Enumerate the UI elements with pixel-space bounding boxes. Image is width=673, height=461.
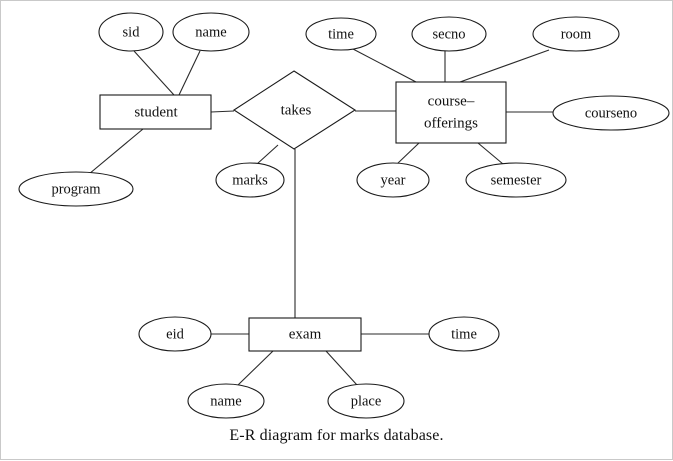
attribute-ellipse[interactable]	[305, 17, 377, 51]
attribute-label: room	[561, 26, 592, 42]
connector-sid-student	[133, 50, 175, 96]
attribute-label: time	[451, 326, 477, 342]
attribute-ellipse[interactable]	[356, 162, 430, 198]
attribute-ellipse[interactable]	[532, 16, 620, 52]
attribute-secno[interactable]: secno	[411, 16, 487, 52]
entity-label-line2: offerings	[424, 115, 478, 131]
connector-takes-marks	[256, 144, 279, 165]
attribute-label: eid	[166, 326, 184, 342]
entity-label-line1: course–	[428, 93, 475, 109]
attribute-program[interactable]: program	[18, 171, 134, 207]
diagram-caption: E-R diagram for marks database.	[229, 427, 444, 444]
attribute-label: secno	[432, 26, 465, 42]
attribute-sid[interactable]: sid	[98, 12, 164, 52]
connector-course-offerings-year	[396, 142, 420, 165]
attribute-ellipse[interactable]	[552, 95, 670, 131]
connector-student-program	[88, 128, 144, 175]
attribute-ellipse[interactable]	[187, 383, 265, 419]
entity-group: student course– offerings exam	[99, 81, 507, 352]
attribute-label: courseno	[585, 105, 637, 121]
attribute-ellipse[interactable]	[172, 12, 250, 52]
attribute-courseno[interactable]: courseno	[552, 95, 670, 131]
relationship-takes[interactable]: takes	[232, 70, 357, 150]
entity-exam[interactable]: exam	[248, 317, 362, 352]
attribute-label: name	[210, 393, 241, 409]
attribute-ellipse[interactable]	[215, 162, 285, 198]
entity-box[interactable]	[99, 94, 212, 130]
connector-exam-place	[325, 350, 358, 386]
attribute-label: sid	[123, 24, 141, 40]
attribute-ellipse[interactable]	[138, 316, 212, 352]
attribute-ellipse[interactable]	[327, 383, 405, 419]
attribute-time-course-offerings[interactable]: time	[305, 17, 377, 51]
attribute-group: sid name program marks time secno	[18, 12, 670, 419]
relationship-diamond[interactable]	[232, 70, 357, 150]
attribute-eid[interactable]: eid	[138, 316, 212, 352]
connector-time-course-offerings	[352, 48, 417, 83]
entity-label: exam	[289, 326, 322, 342]
connector-name-student	[178, 50, 201, 96]
attribute-time-exam[interactable]: time	[428, 316, 500, 352]
attribute-ellipse[interactable]	[18, 171, 134, 207]
attribute-label: year	[381, 172, 406, 188]
attribute-ellipse[interactable]	[411, 16, 487, 52]
attribute-semester[interactable]: semester	[465, 162, 567, 198]
attribute-ellipse[interactable]	[428, 316, 500, 352]
entity-box[interactable]	[395, 81, 507, 144]
connector-student-takes	[210, 110, 235, 113]
entity-student[interactable]: student	[99, 94, 212, 130]
attribute-label: semester	[491, 172, 542, 188]
attribute-name-student[interactable]: name	[172, 12, 250, 52]
attribute-place[interactable]: place	[327, 383, 405, 419]
attribute-label: program	[51, 181, 101, 197]
attribute-room[interactable]: room	[532, 16, 620, 52]
attribute-label: name	[195, 24, 226, 40]
attribute-label: place	[351, 393, 382, 409]
attribute-marks[interactable]: marks	[215, 162, 285, 198]
relationship-label: takes	[281, 102, 312, 118]
attribute-ellipse[interactable]	[98, 12, 164, 52]
connector-exam-name	[237, 350, 274, 386]
attribute-ellipse[interactable]	[465, 162, 567, 198]
entity-label: student	[134, 104, 178, 120]
connector-course-offerings-semester	[477, 142, 504, 165]
attribute-label: time	[328, 26, 354, 42]
connector-group	[88, 48, 553, 386]
attribute-name-exam[interactable]: name	[187, 383, 265, 419]
attribute-year[interactable]: year	[356, 162, 430, 198]
entity-course-offerings[interactable]: course– offerings	[395, 81, 507, 144]
entity-box[interactable]	[248, 317, 362, 352]
attribute-label: marks	[232, 172, 268, 188]
connector-room-course-offerings	[459, 49, 550, 83]
